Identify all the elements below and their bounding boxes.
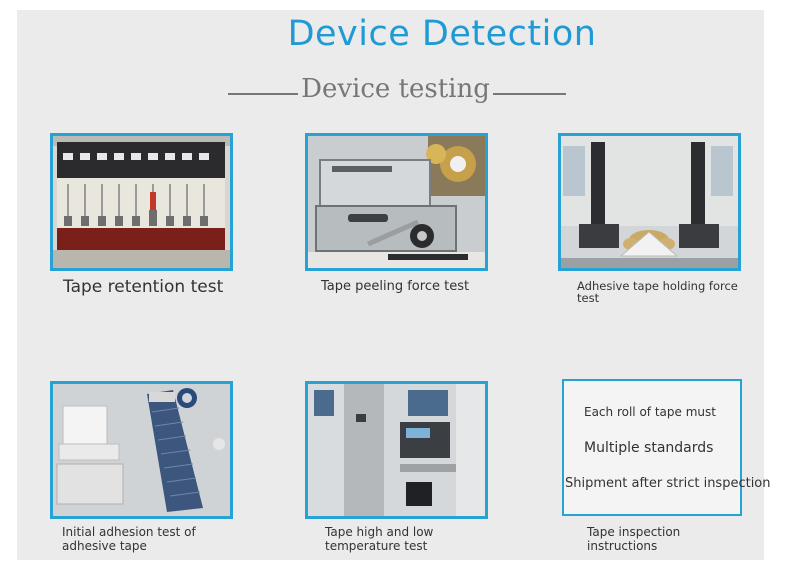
temperature-test-photo [305,381,488,519]
inspection-caption: Tape inspection instructions [587,525,680,553]
holding-force-caption-line1: Adhesive tape holding force [577,279,738,293]
holding-force-caption-line2: test [577,291,600,305]
temperature-test-caption-line1: Tape high and low [325,525,434,539]
holding-force-photo [558,133,741,271]
inspection-box [562,379,742,516]
tape-peeling-caption: Tape peeling force test [321,279,470,294]
tape-retention-caption: Tape retention test [63,277,224,297]
initial-adhesion-caption-line1: Initial adhesion test of [62,525,196,539]
peel-force-tester-illustration [308,136,485,268]
tape-retention-tester-illustration [53,136,230,268]
inspection-line-3: Shipment after strict inspection [565,476,771,491]
inspection-line-2: Multiple standards [584,440,714,456]
inspection-line-1: Each roll of tape must [584,405,716,419]
subtitle-divider-left [228,93,298,95]
page-title: Device Detection [287,14,597,54]
tape-retention-photo [50,133,233,271]
initial-adhesion-tester-illustration [53,384,230,516]
holding-force-tester-illustration [561,136,738,268]
subtitle-row: Device testing [228,74,566,110]
initial-adhesion-caption: Initial adhesion test of adhesive tape [62,525,196,553]
page-subtitle: Device testing [301,74,490,104]
tape-peeling-photo [305,133,488,271]
temperature-test-caption-line2: temperature test [325,539,428,553]
inspection-caption-line1: Tape inspection [587,525,681,539]
temperature-chamber-illustration [308,384,485,516]
subtitle-divider-right [493,93,566,95]
inspection-caption-line2: instructions [587,539,658,553]
temperature-test-caption: Tape high and low temperature test [325,525,433,553]
initial-adhesion-caption-line2: adhesive tape [62,539,147,553]
holding-force-caption: Adhesive tape holding force test [577,280,738,304]
initial-adhesion-photo [50,381,233,519]
